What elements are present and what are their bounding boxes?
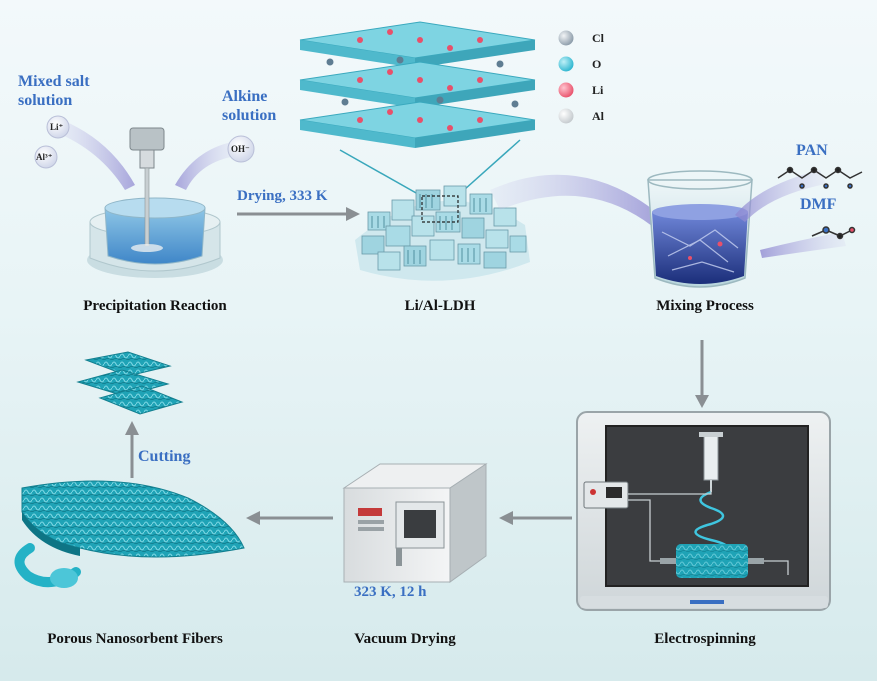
electrospinning-cabinet	[576, 411, 831, 611]
mixed-salt-label-line2: solution	[18, 92, 73, 109]
alkine-label-line1: Alkine	[222, 88, 268, 105]
precipitation-vessel	[55, 120, 236, 278]
cutting-label: Cutting	[138, 448, 191, 465]
legend-spheres	[558, 30, 574, 124]
vacuum-condition: 323 K, 12 h	[354, 584, 427, 600]
ldh-crystal-cluster	[355, 185, 530, 281]
alkine-label-line2: solution	[222, 107, 277, 124]
dmf-molecule	[811, 226, 856, 240]
mixed-salt-label-line1: Mixed salt	[18, 73, 90, 90]
stage-mixing: Mixing Process	[656, 298, 754, 314]
ion-bubbles	[34, 115, 255, 169]
mixing-beaker	[647, 170, 753, 288]
ldh-layer-structure	[299, 21, 536, 199]
drying-condition: Drying, 333 K	[237, 188, 328, 204]
vacuum-oven	[342, 463, 488, 583]
legend-o-label: O	[592, 57, 602, 71]
stage-fibers: Porous Nanosorbent Fibers	[47, 631, 223, 647]
transfer-swoosh	[490, 174, 660, 226]
legend-al-label: Al	[592, 109, 604, 123]
pan-label: PAN	[796, 142, 828, 159]
pan-molecule	[777, 166, 863, 189]
stage-precipitation: Precipitation Reaction	[83, 298, 227, 314]
oh-ion-label: OH⁻	[231, 144, 250, 154]
dmf-label: DMF	[800, 196, 837, 213]
stage-electrospinning: Electrospinning	[654, 631, 756, 647]
li-ion-label: Li⁺	[50, 122, 64, 132]
fiber-mat	[14, 480, 245, 588]
stage-vacuum: Vacuum Drying	[354, 631, 456, 647]
cut-fiber-pieces	[76, 351, 184, 415]
stage-ldh: Li/Al-LDH	[404, 298, 476, 314]
al-ion-label: Al³⁺	[36, 152, 53, 162]
legend-cl-label: Cl	[592, 31, 604, 45]
legend-li-label: Li	[592, 83, 604, 97]
